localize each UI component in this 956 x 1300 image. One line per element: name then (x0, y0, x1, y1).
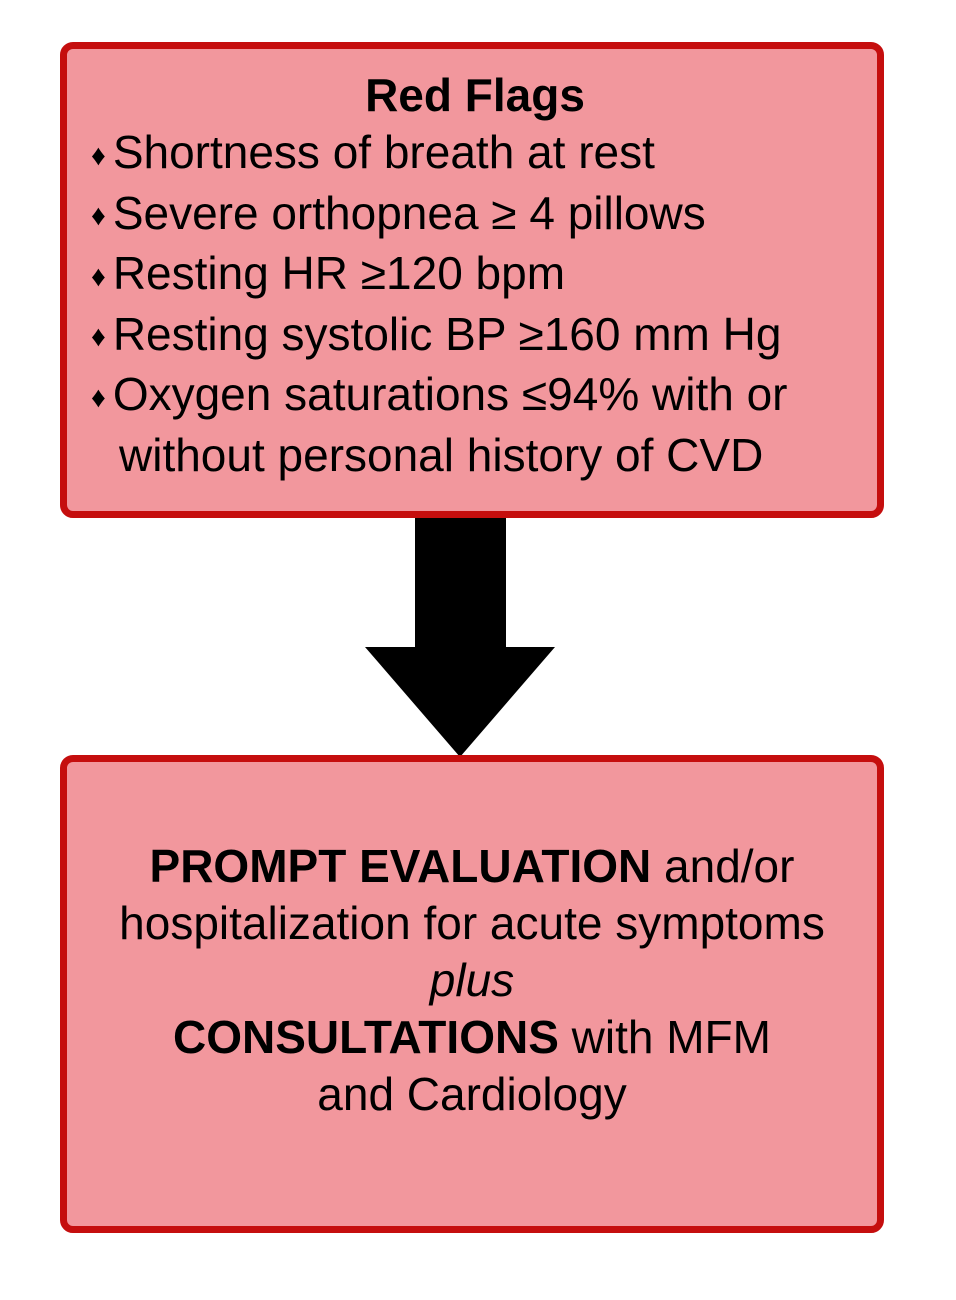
red-flag-text: Shortness of breath at rest (112, 126, 655, 178)
red-flag-text: Resting HR ≥120 bpm (112, 247, 566, 300)
red-flags-title: Red Flags (365, 69, 585, 121)
action-line: and Cardiology (119, 1066, 825, 1123)
red-flag-text: Resting systolic BP ≥160 mm Hg (112, 307, 782, 360)
action-text-segment: plus (429, 953, 515, 1006)
action-line: hospitalization for acute symptoms (119, 895, 825, 952)
action-text-segment: PROMPT EVALUATION (149, 839, 652, 892)
red-flag-text: Severe orthopnea ≥ 4 pillows (112, 186, 706, 239)
action-text-segment: with MFM (558, 1010, 771, 1063)
red-flag-item: ♦Resting HR ≥120 bpm (91, 245, 859, 306)
action-text-segment: and/or (651, 839, 795, 892)
red-flags-list: ♦Shortness of breath at rest♦Severe orth… (91, 124, 859, 484)
red-flag-item: ♦Severe orthopnea ≥ 4 pillows (91, 185, 859, 246)
action-line: plus (119, 952, 825, 1009)
red-flag-item: ♦Shortness of breath at rest (91, 124, 859, 185)
action-line: CONSULTATIONS with MFM (119, 1009, 825, 1066)
action-text-segment: hospitalization for acute symptoms (119, 896, 825, 949)
down-arrow-icon (365, 518, 555, 757)
action-text-segment: CONSULTATIONS (173, 1010, 559, 1063)
red-flag-item: ♦Oxygen saturations ≤94% with or without… (91, 366, 859, 484)
down-arrow-shape (365, 518, 555, 757)
diamond-bullet-icon: ♦ (91, 321, 106, 354)
red-flags-box: Red Flags ♦Shortness of breath at rest♦S… (60, 42, 884, 518)
red-flag-item: ♦Resting systolic BP ≥160 mm Hg (91, 306, 859, 367)
action-text-segment: and Cardiology (317, 1067, 627, 1120)
diamond-bullet-icon: ♦ (91, 260, 106, 293)
red-flag-text: Oxygen saturations ≤94% with or without … (112, 368, 788, 481)
diamond-bullet-icon: ♦ (91, 200, 106, 233)
diamond-bullet-icon: ♦ (91, 381, 106, 414)
diamond-bullet-icon: ♦ (91, 139, 106, 172)
action-line: PROMPT EVALUATION and/or (119, 838, 825, 895)
